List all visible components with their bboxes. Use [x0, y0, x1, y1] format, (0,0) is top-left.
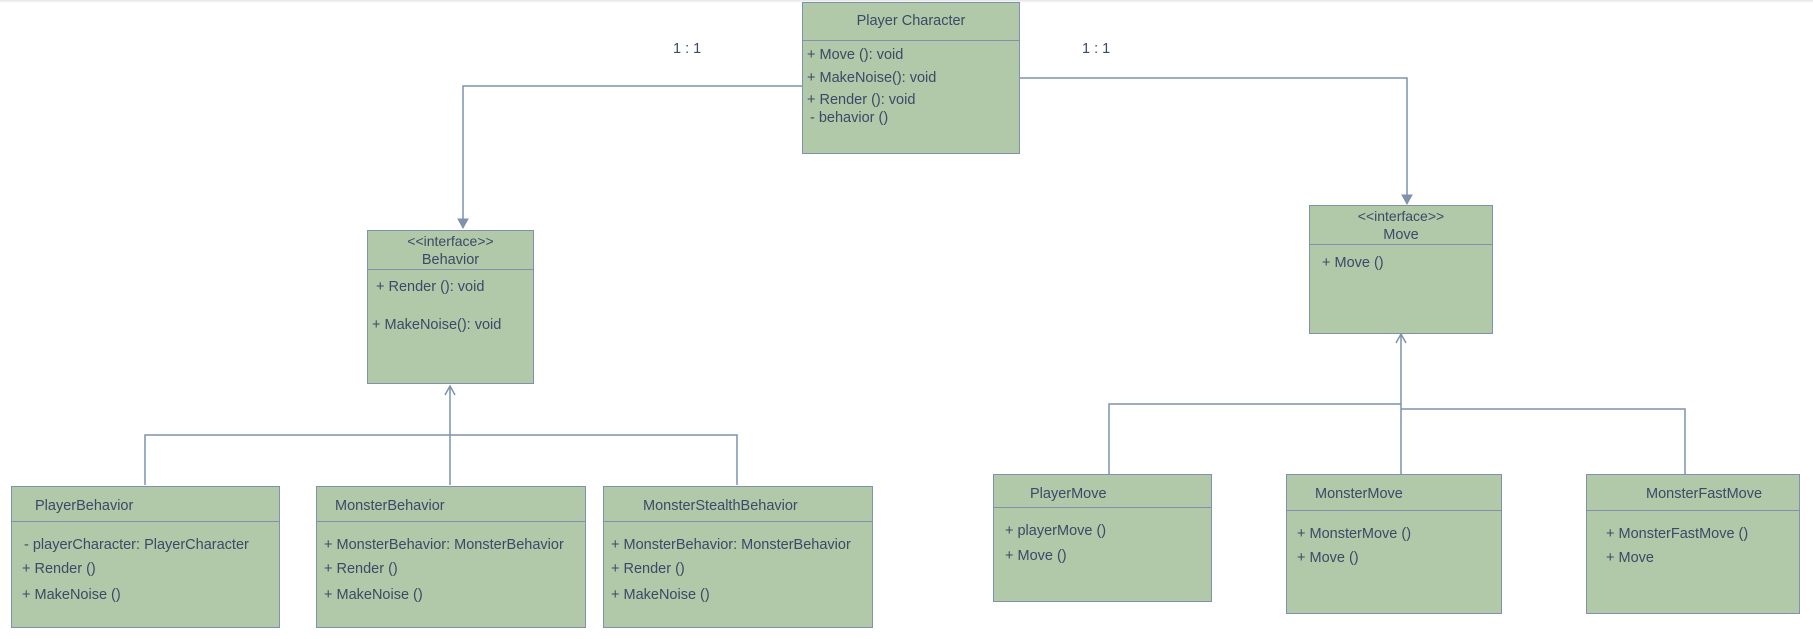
title-divider — [994, 507, 1211, 508]
association-player-to-move — [1020, 77, 1413, 206]
method-move: + Move () — [1297, 550, 1359, 566]
title-divider — [1310, 244, 1492, 245]
top-shade — [0, 0, 1813, 3]
player-character-class: Player Character + Move (): void + MakeN… — [802, 2, 1020, 154]
method-make-noise: + MakeNoise(): void — [807, 70, 937, 86]
method-make-noise: + MakeNoise () — [22, 587, 121, 603]
class-title: PlayerMove — [1030, 486, 1107, 502]
class-title: MonsterMove — [1315, 486, 1403, 502]
class-title: Player Character — [856, 13, 966, 29]
monster-fast-move-class: MonsterFastMove + MonsterFastMove () + M… — [1586, 474, 1800, 614]
title-divider — [1287, 510, 1501, 511]
monster-move-class: MonsterMove + MonsterMove () + Move () — [1286, 474, 1502, 614]
stereotype: <<interface>> — [407, 233, 494, 249]
behavior-interface: <<interface>> Behavior + Render (): void… — [367, 230, 534, 384]
constructor-monster-move: + MonsterMove () — [1297, 526, 1412, 542]
method-make-noise: + MakeNoise(): void — [372, 317, 502, 333]
method-move: + Move — [1606, 550, 1654, 566]
constructor-monster-behavior: + MonsterBehavior: MonsterBehavior — [324, 537, 564, 553]
method-move: + Move () — [1005, 548, 1067, 564]
class-title: MonsterBehavior — [335, 498, 445, 514]
class-title: PlayerBehavior — [35, 498, 134, 514]
player-move-class: PlayerMove + playerMove () + Move () — [993, 474, 1212, 602]
association-player-to-behavior — [457, 85, 802, 230]
method-render: + Render () — [611, 561, 685, 577]
class-title: MonsterFastMove — [1646, 486, 1763, 502]
method-make-noise: + MakeNoise () — [611, 587, 710, 603]
constructor-monster-fast-move: + MonsterFastMove () — [1606, 526, 1749, 542]
title-divider — [1587, 510, 1799, 511]
inheritance-player-move — [1108, 403, 1401, 474]
method-move: + Move (): void — [807, 47, 904, 63]
inheritance-monster-fast-move — [1401, 408, 1686, 474]
field-player-character: - playerCharacter: PlayerCharacter — [24, 537, 249, 553]
inheritance-player-behavior — [144, 434, 450, 485]
title-divider — [12, 521, 279, 522]
method-render: + Render (): void — [376, 279, 485, 295]
title-divider — [604, 521, 872, 522]
method-move: + Move () — [1322, 255, 1384, 271]
constructor-player-move: + playerMove () — [1005, 523, 1107, 539]
class-title: MonsterStealthBehavior — [643, 498, 798, 514]
field-behavior: - behavior () — [810, 110, 889, 126]
title-divider — [803, 40, 1019, 41]
title-divider — [368, 269, 533, 270]
title-divider — [317, 521, 585, 522]
constructor-monster-behavior: + MonsterBehavior: MonsterBehavior — [611, 537, 851, 553]
method-make-noise: + MakeNoise () — [324, 587, 423, 603]
stereotype: <<interface>> — [1357, 208, 1445, 224]
method-render: + Render (): void — [807, 92, 916, 108]
move-interface: <<interface>> Move + Move () — [1309, 205, 1493, 334]
method-render: + Render () — [22, 561, 96, 577]
class-title: Behavior — [421, 252, 480, 268]
class-title: Move — [1383, 227, 1419, 243]
monster-behavior-class: MonsterBehavior + MonsterBehavior: Monst… — [316, 486, 586, 628]
multiplicity-left: 1 : 1 — [673, 41, 702, 57]
monster-stealth-behavior-class: MonsterStealthBehavior + MonsterBehavior… — [603, 486, 873, 628]
method-render: + Render () — [324, 561, 398, 577]
player-behavior-class: PlayerBehavior - playerCharacter: Player… — [11, 486, 280, 628]
inheritance-monster-stealth-behavior — [450, 434, 738, 485]
multiplicity-right: 1 : 1 — [1082, 41, 1111, 57]
